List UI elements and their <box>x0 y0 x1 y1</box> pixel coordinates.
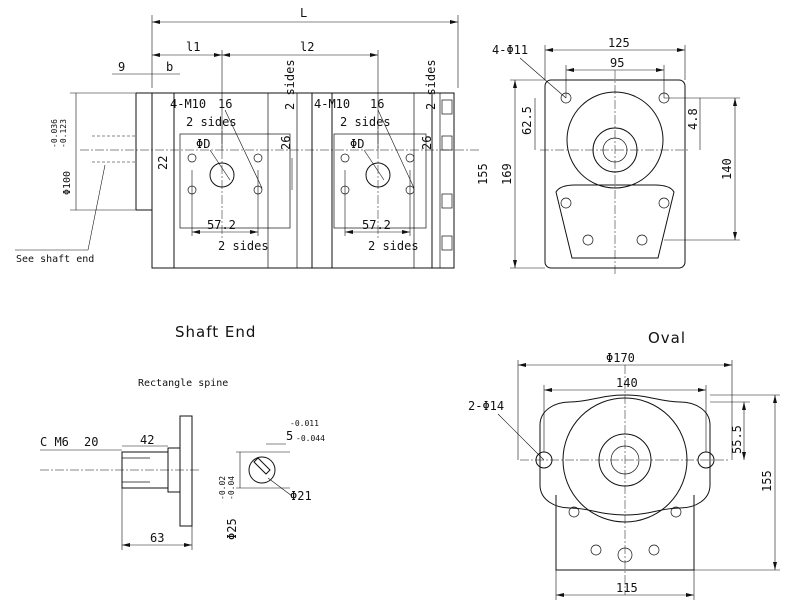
oval-title: Oval <box>648 329 686 347</box>
dim-9: 9 <box>118 60 125 74</box>
shaft-dia25-tol-upper: -0.02 <box>218 476 227 500</box>
side-h169: 169 <box>500 163 514 185</box>
port1-26: 26 <box>279 136 293 150</box>
oval-h155: 155 <box>760 470 774 492</box>
side-h4-8: 4.8 <box>686 108 700 130</box>
oval-holes: 2-Φ14 <box>468 399 504 413</box>
port2-26: 26 <box>420 136 434 150</box>
dim-b: b <box>166 60 173 74</box>
side-w125: 125 <box>608 36 630 50</box>
port1-width: 57.2 <box>207 218 236 232</box>
port2-vsides: 2 sides <box>424 59 438 110</box>
shaft-len63: 63 <box>150 531 164 545</box>
shaft-end-view: Shaft End Rectangle spine C M6 20 42 63 … <box>40 323 325 550</box>
shaft-tol-lower: -0.044 <box>296 434 325 443</box>
shaft-thread-depth: 20 <box>84 435 98 449</box>
port1-22: 22 <box>156 156 170 170</box>
side-h140: 140 <box>720 158 734 180</box>
port1-depth: 16 <box>218 97 232 111</box>
port1-vsides: 2 sides <box>283 59 297 110</box>
shaft-key-width: 5 <box>286 429 293 443</box>
port1-width-sides: 2 sides <box>218 239 269 253</box>
shaft-dia21: Φ21 <box>290 489 312 503</box>
shaft-len42: 42 <box>140 433 154 447</box>
see-shaft-end: See shaft end <box>16 254 94 265</box>
side-holes: 4-Φ11 <box>492 43 528 57</box>
oval-h55-5: 55.5 <box>730 425 744 454</box>
shaft-tol-upper: -0.036 <box>50 119 59 148</box>
shaft-dia: Φ100 <box>62 171 73 195</box>
shaft-end-title: Shaft End <box>175 323 256 341</box>
dim-l2: l2 <box>300 40 314 54</box>
port2-thread: 4-M10 <box>314 97 350 111</box>
port2-sides: 2 sides <box>340 115 391 129</box>
shaft-spline-label: Rectangle spine <box>138 378 228 389</box>
side-h62-5: 62.5 <box>520 106 534 135</box>
port2-depth: 16 <box>370 97 384 111</box>
port2-width-sides: 2 sides <box>368 239 419 253</box>
side-view: 125 95 4-Φ11 169 62.5 4.8 155 140 <box>476 36 740 275</box>
port1-dia: ΦD <box>196 137 210 151</box>
port1-thread: 4-M10 <box>170 97 206 111</box>
shaft-thread: C M6 <box>40 435 69 449</box>
shaft-tol-upper: -0.011 <box>290 419 319 428</box>
shaft-dia25: Φ25 <box>225 518 239 540</box>
side-h155: 155 <box>476 163 490 185</box>
port1-sides: 2 sides <box>186 115 237 129</box>
oval-d170: Φ170 <box>606 351 635 365</box>
oval-w115: 115 <box>616 581 638 595</box>
oval-view: Oval Φ170 140 2-Φ14 <box>468 329 780 600</box>
front-view: L l1 l2 9 b Φ100 -0.036 -0.123 See shaft <box>15 6 480 269</box>
port2-width: 57.2 <box>362 218 391 232</box>
shaft-tol-lower: -0.123 <box>59 119 68 148</box>
dim-l1: l1 <box>186 40 200 54</box>
shaft-dia25-tol-lower: -0.04 <box>227 476 236 500</box>
oval-w140: 140 <box>616 376 638 390</box>
port2-dia: ΦD <box>350 137 364 151</box>
dim-L: L <box>300 6 307 20</box>
side-w95: 95 <box>610 56 624 70</box>
